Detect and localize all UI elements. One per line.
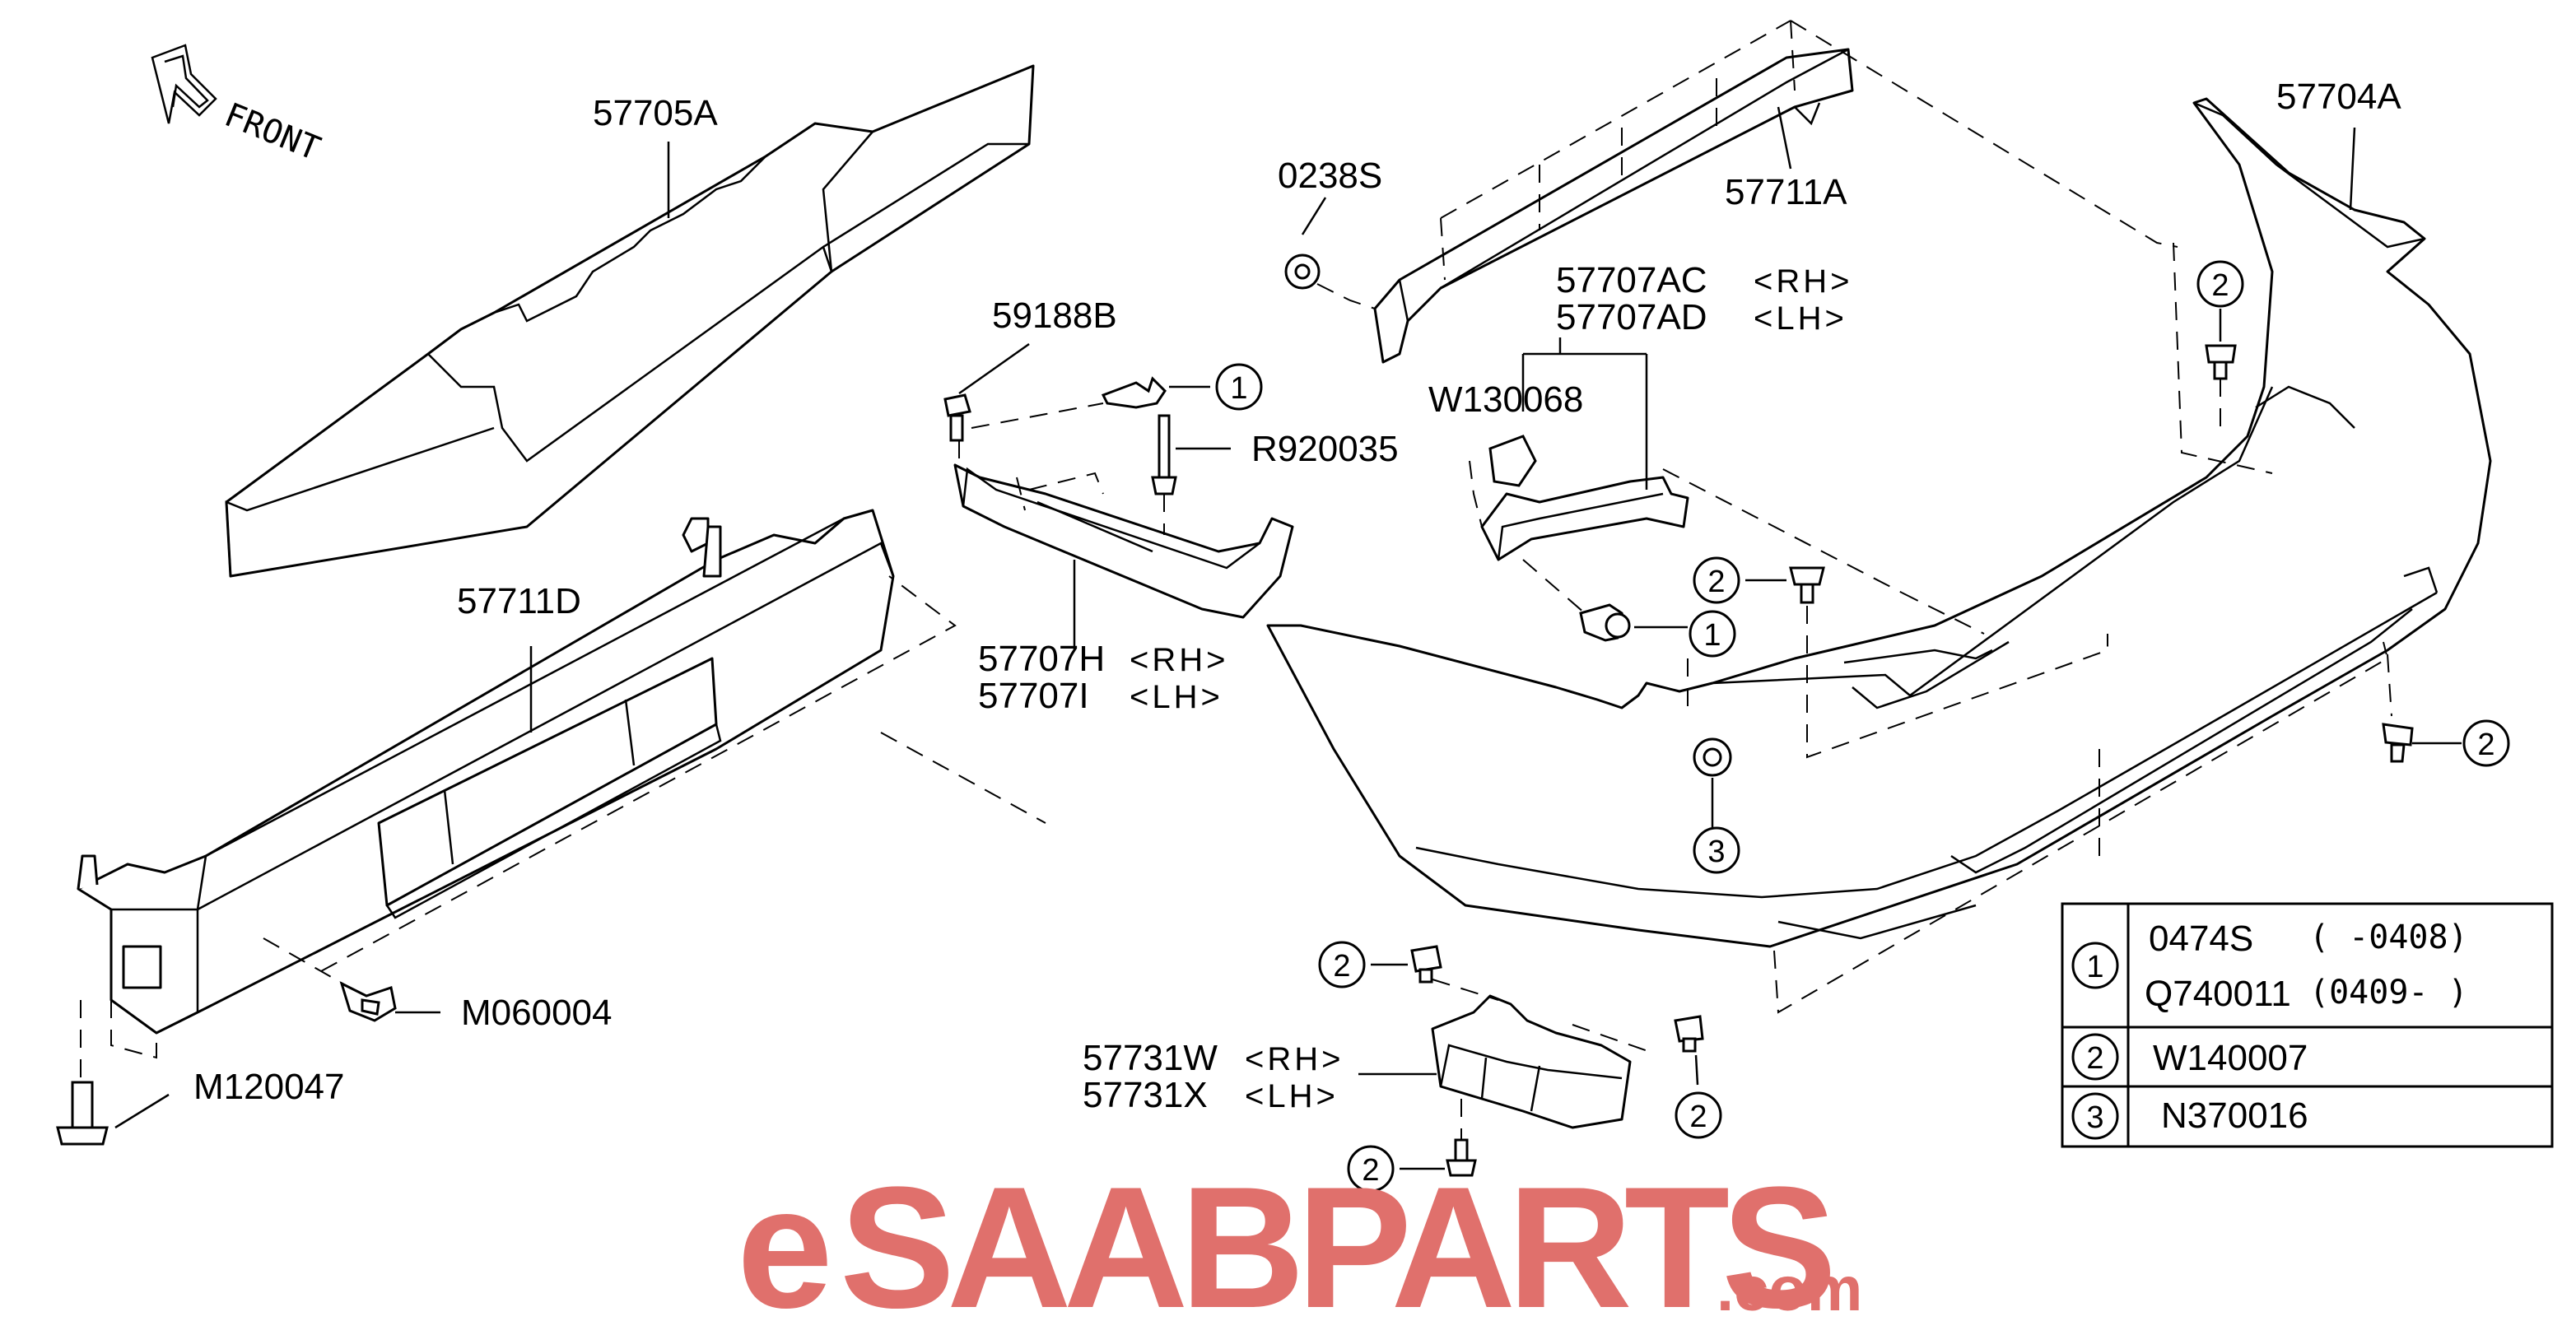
callout-1-bracket: 1 [1215,363,1263,411]
svg-text:1: 1 [2086,950,2103,984]
leader-M120047 [114,1093,170,1129]
label-57731X: 57731X [1083,1075,1208,1115]
callout-1-lower: 1 [1689,610,1736,658]
clip-2-middle-icon [1789,566,1825,604]
legend-row2-part: W140007 [2153,1038,2308,1078]
svg-text:3: 3 [1707,835,1725,869]
label-0238S: 0238S [1278,156,1382,196]
svg-text:2: 2 [1707,565,1725,599]
label-57707AC-side: <RH> [1754,263,1853,300]
label-57707I-side: <LH> [1130,679,1223,715]
screw-1b-icon [1579,603,1631,642]
fastener-legend-table: 1 0474S ( -0408) Q740011 (0409- ) 2 W140… [2061,902,2554,1148]
leader-57704A [2349,127,2356,211]
label-57731W: 57731W [1083,1038,1218,1078]
label-57707H-side: <RH> [1130,642,1229,678]
callout-2-middle: 2 [1693,556,1740,604]
front-arrow-icon [151,44,217,124]
label-57731W-side: <RH> [1245,1041,1344,1077]
label-57704A: 57704A [2276,77,2401,117]
svg-text:1: 1 [1703,618,1721,653]
label-M060004: M060004 [461,993,612,1033]
leader-59188B [958,342,1030,395]
label-57731X-side: <LH> [1245,1078,1339,1114]
legend-row3-part: N370016 [2161,1095,2308,1136]
svg-text:2: 2 [1362,1153,1379,1188]
svg-text:1: 1 [1230,371,1247,406]
legend-marker-2: 2 [2071,1033,2119,1081]
legend-row1-range2: (0409- ) [2309,974,2468,1012]
bolt-M120047-icon [56,1081,109,1146]
leader-57711A [1777,106,1792,170]
callout-2-right: 2 [2462,719,2510,767]
legend-row1-part: 0474S [2149,919,2253,959]
legend-marker-1: 1 [2071,942,2119,989]
upper-rail-57711A [1373,48,1854,364]
clip-2-lower-top-icon [1410,945,1442,984]
front-label: FRONT [219,96,325,169]
bumper-reinforcement-57711D [77,509,895,1035]
svg-text:2: 2 [2211,268,2229,303]
callout-2-top-right: 2 [2196,260,2244,308]
brand-logo-name: SAABPARTS [840,1151,1830,1321]
svg-text:2: 2 [2477,728,2494,762]
nut-0238S-icon [1284,254,1321,290]
label-57707H: 57707H [978,639,1105,679]
callout-2-lower-right: 2 [1675,1091,1722,1139]
bracket-57707AC-57707AD [1480,476,1689,561]
bolt-M060004-icon [339,981,397,1022]
label-59188B: 59188B [992,295,1117,336]
leader-0238S [1301,197,1327,235]
label-M120047: M120047 [193,1067,344,1107]
brand-logo-suffix: .com [1717,1254,1862,1321]
legend-row1-part2: Q740011 [2145,974,2291,1014]
legend-marker-3: 3 [2071,1092,2119,1140]
legend-row1-range: ( -0408) [2309,919,2468,956]
label-57705A: 57705A [593,93,718,133]
svg-text:2: 2 [2086,1041,2103,1076]
label-57707AC: 57707AC [1556,260,1707,300]
label-W130068: W130068 [1428,379,1583,420]
clip-2-lower-bottom-icon [1446,1138,1477,1177]
svg-text:2: 2 [1333,949,1350,984]
label-57707I: 57707I [978,676,1089,716]
callout-2-lower-top: 2 [1318,941,1366,988]
nut-3-icon [1693,737,1732,777]
bumper-cover-57704A [1266,97,2492,948]
label-57707AD: 57707AD [1556,297,1707,337]
callout-3-nut: 3 [1693,826,1740,874]
pin-R920035-icon [1151,414,1177,495]
label-57711A: 57711A [1725,172,1847,212]
svg-text:3: 3 [2086,1100,2103,1135]
brand-logo: e SAABPARTS .com [737,1151,1862,1321]
lower-bracket-57731W-57731X [1431,994,1632,1129]
label-R920035: R920035 [1251,429,1399,469]
clip-59188B-icon [943,393,971,442]
callout-2-lower-bottom: 2 [1347,1145,1395,1193]
clip-2-lower-right-icon [1674,1015,1704,1053]
label-57707AD-side: <LH> [1754,300,1847,337]
label-57711D: 57711D [457,581,581,621]
screw-1-icon [1101,376,1167,409]
svg-text:2: 2 [1689,1100,1707,1134]
energy-absorber-57705A [225,64,1035,578]
leader-clip-2-lower-right [1694,1054,1699,1086]
side-bracket-57707H-57707I [953,463,1294,619]
clip-2-top-right-icon [2205,344,2237,380]
brand-logo-e: e [737,1151,833,1321]
clip-2-right-icon [2382,723,2414,763]
clip-W130068-icon [1488,435,1537,487]
